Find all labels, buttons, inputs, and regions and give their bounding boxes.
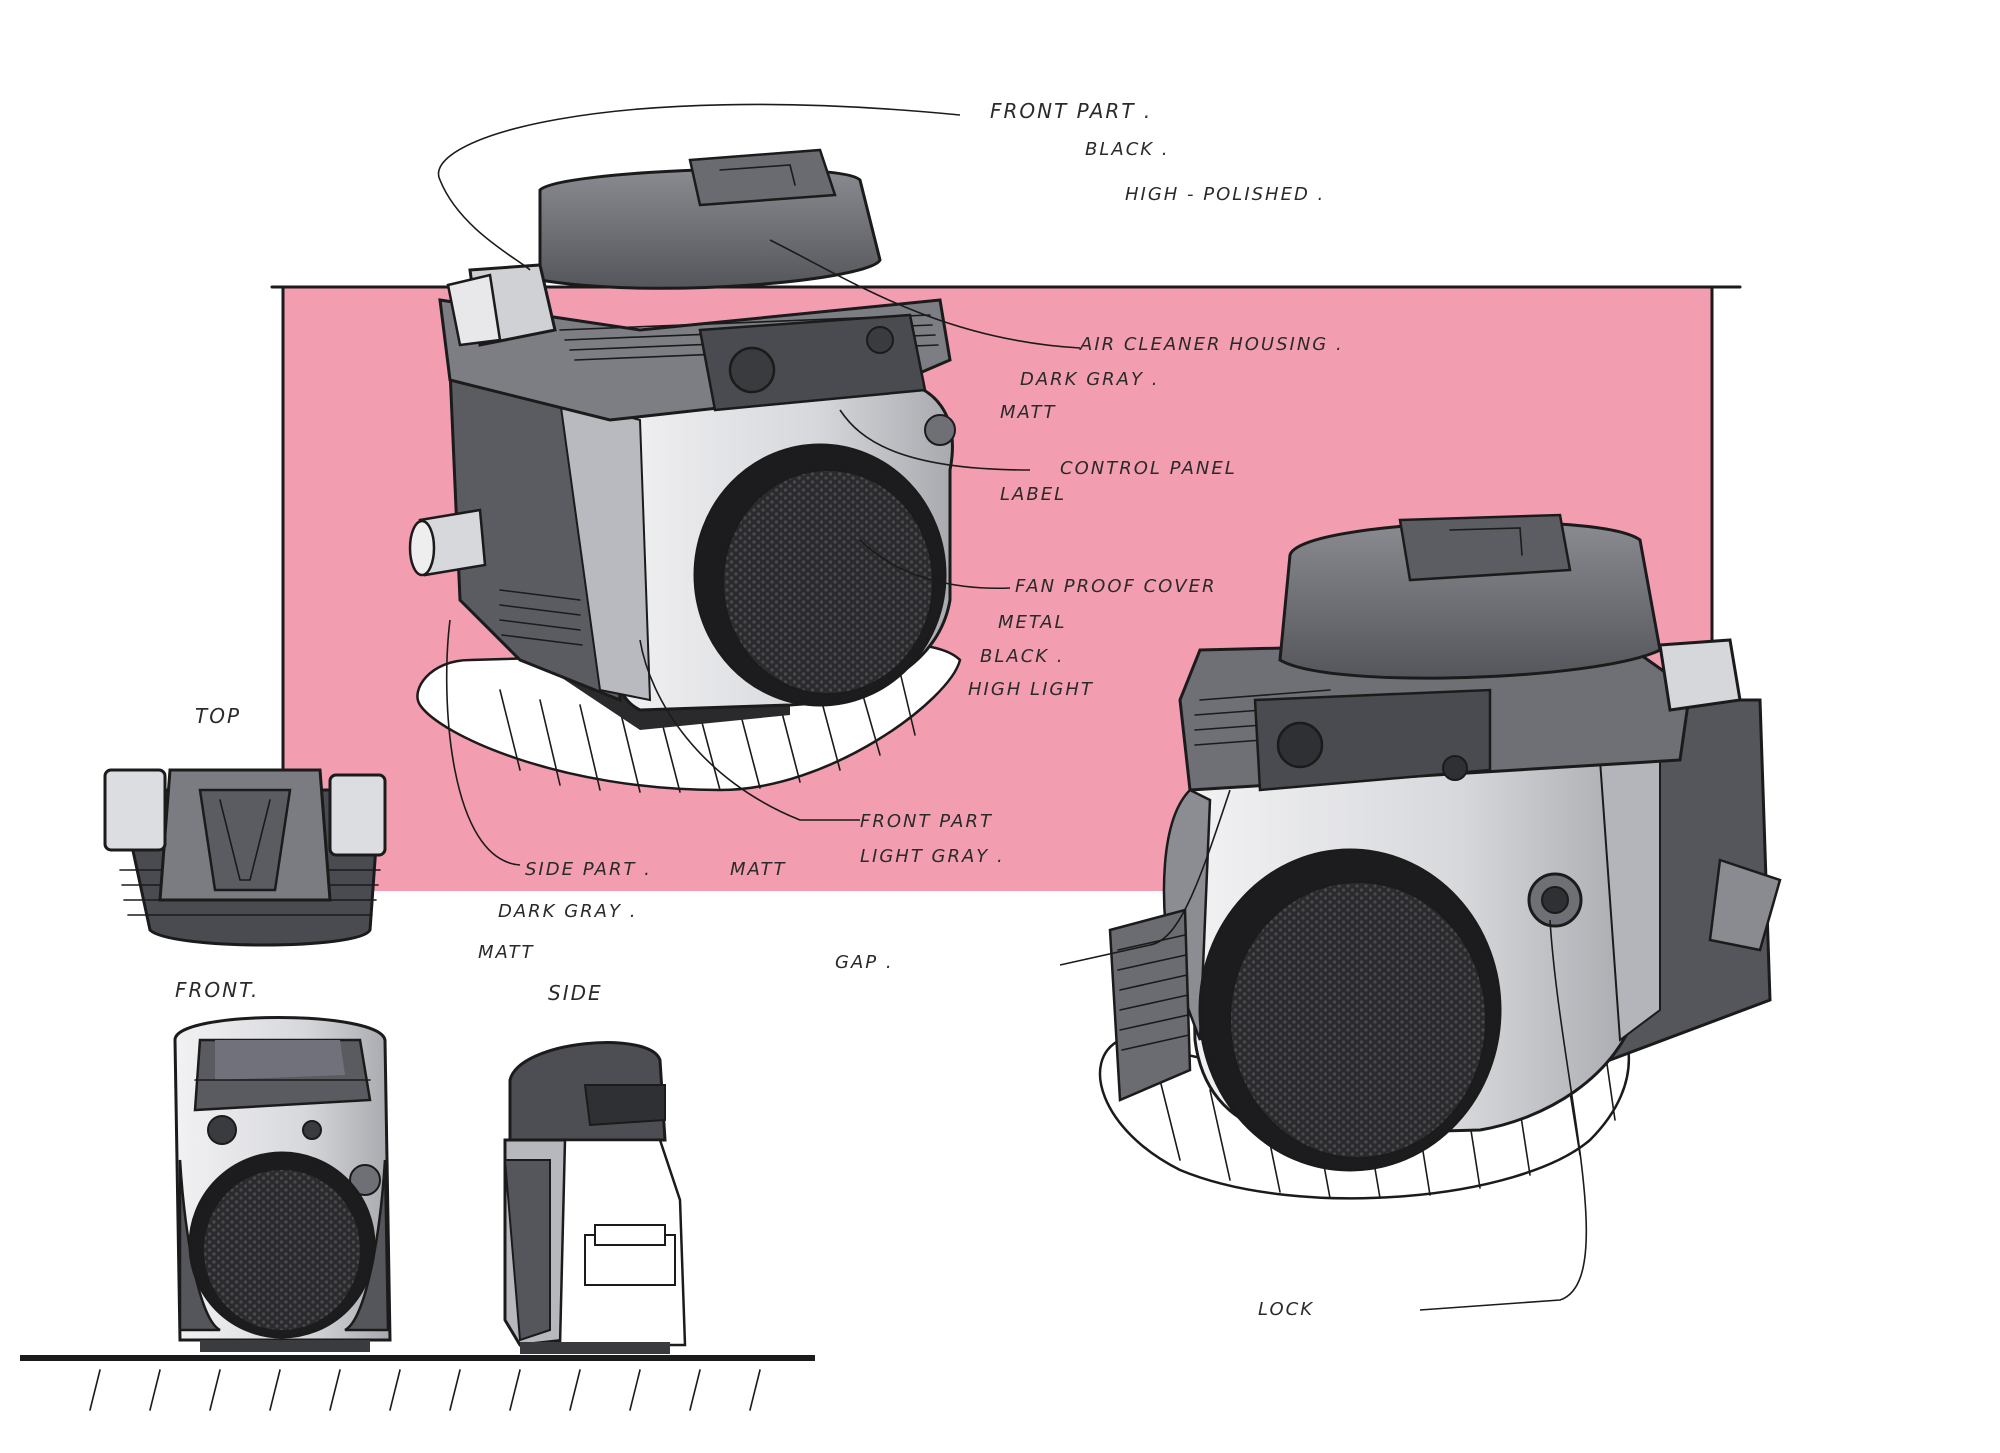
note-front-part-2: FRONT PART (860, 811, 993, 832)
note-metal: METAL (998, 612, 1067, 633)
note-light-gray: LIGHT GRAY . (860, 846, 1005, 867)
leader-lines (437, 103, 1588, 1311)
fan-cover-right (1198, 848, 1502, 1172)
note-black-2: BLACK . (980, 646, 1065, 667)
generator-perspective-right (1098, 513, 1782, 1200)
note-high-polished: HIGH - POLISHED . (1125, 184, 1325, 205)
note-high-light: HIGH LIGHT (968, 679, 1094, 700)
note-control-panel: CONTROL PANEL (1060, 458, 1237, 479)
note-matt-2: MATT (730, 859, 787, 880)
generator-perspective-main (408, 148, 962, 793)
generator-top-view (103, 768, 387, 947)
note-label: LABEL (1000, 484, 1066, 505)
note-matt-3: MATT (478, 942, 535, 963)
label-front-view: FRONT. (175, 978, 259, 1002)
note-fan-proof-cover: FAN PROOF COVER (1015, 576, 1217, 597)
note-matt-1: MATT (1000, 402, 1057, 423)
note-lock: LOCK (1258, 1299, 1314, 1320)
note-dark-gray-2: DARK GRAY . (498, 901, 637, 922)
generator-side-view (503, 1041, 687, 1354)
note-air-cleaner: AIR CLEANER HOUSING . (1079, 334, 1344, 355)
note-front-part-1: FRONT PART . (990, 99, 1152, 123)
generator-front-view (173, 1016, 392, 1352)
ground-line (20, 1355, 815, 1411)
note-dark-gray-1: DARK GRAY . (1020, 369, 1159, 390)
label-side-view: SIDE (548, 981, 603, 1005)
note-black-1: BLACK . (1085, 139, 1170, 160)
label-top-view: TOP (195, 704, 241, 728)
fan-cover-main (693, 443, 947, 707)
note-side-part: SIDE PART . (525, 859, 652, 880)
note-gap: GAP . (835, 952, 894, 973)
